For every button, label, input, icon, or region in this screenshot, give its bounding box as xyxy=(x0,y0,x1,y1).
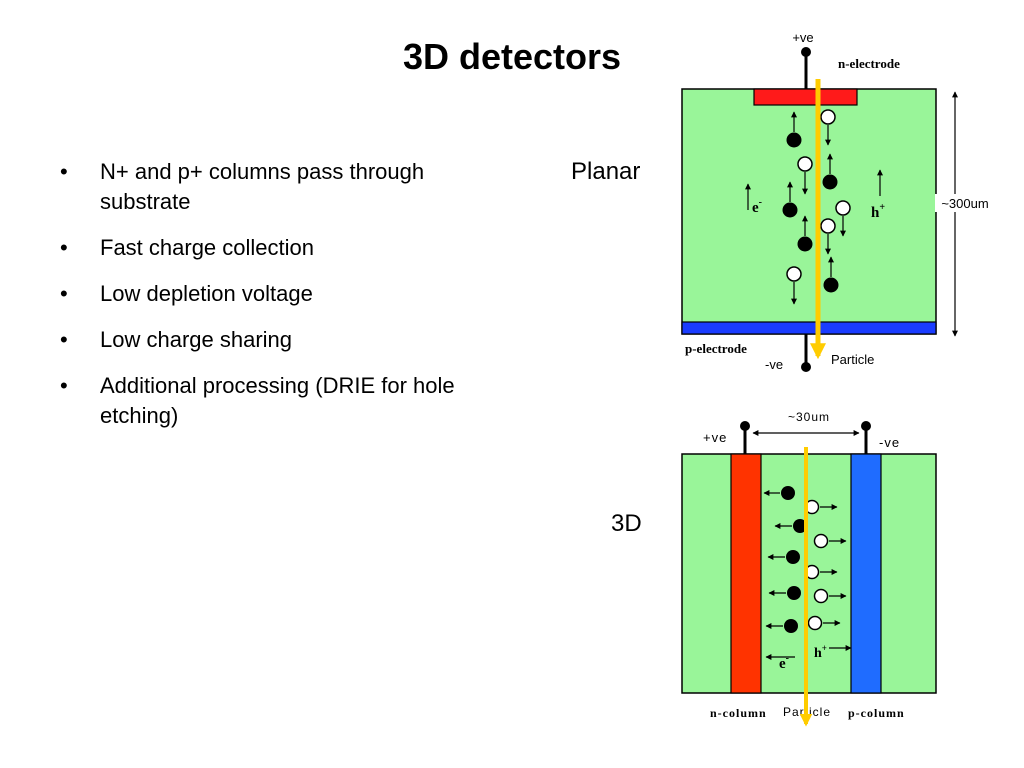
right-terminal-dot xyxy=(861,421,871,431)
planar-hole-legend: h+ xyxy=(871,202,885,221)
bottom-terminal-dot xyxy=(801,362,811,372)
spacing-label: ~30um xyxy=(788,410,830,424)
bullet-text: Low depletion voltage xyxy=(100,281,313,306)
bullet-item: • Low charge sharing xyxy=(60,325,500,355)
three-d-electron-legend: e- xyxy=(779,653,789,672)
top-terminal-dot xyxy=(801,47,811,57)
planar-substrate xyxy=(681,88,937,335)
hole xyxy=(835,200,851,237)
hole xyxy=(786,266,802,305)
electron xyxy=(774,519,807,533)
p-electrode-label: p-electrode xyxy=(685,341,747,356)
p-electrode-bar xyxy=(681,321,937,335)
electron xyxy=(797,215,813,252)
bullet-text: Low charge sharing xyxy=(100,327,293,352)
bullet-dot: • xyxy=(60,327,68,352)
planar-top-voltage: +ve xyxy=(792,30,813,45)
planar-electrons xyxy=(782,111,839,293)
hole-charge: + xyxy=(879,202,885,213)
three-d-holes xyxy=(804,499,847,631)
three-d-left-voltage: +ve xyxy=(703,430,727,445)
planar-bottom-voltage: -ve xyxy=(765,357,783,372)
hole-symbol: h xyxy=(814,646,822,661)
n-electrode-bar xyxy=(753,88,858,106)
electron-charge: - xyxy=(759,197,762,208)
bullet-item: • Additional processing (DRIE for hole et… xyxy=(60,371,500,431)
planar-detector: +ve n-electrode -ve p-electrode Particle… xyxy=(681,30,995,372)
hole-symbol: h xyxy=(871,205,880,221)
bullet-item: • Fast charge collection xyxy=(60,233,500,263)
bullet-dot: • xyxy=(60,235,68,260)
planar-particle-label: Particle xyxy=(831,352,874,367)
electron xyxy=(786,111,802,148)
three-d-right-voltage: -ve xyxy=(879,435,900,450)
electron xyxy=(782,181,798,218)
hole xyxy=(820,218,836,255)
hole-charge: + xyxy=(822,643,827,653)
electron-symbol: e xyxy=(779,656,786,672)
hole xyxy=(797,156,813,195)
n-electrode-label: n-electrode xyxy=(838,56,900,71)
n-column-bar xyxy=(730,453,762,694)
thickness-label: ~300um xyxy=(941,196,988,211)
bullet-text: N+ and p+ columns pass through substrate xyxy=(100,159,425,214)
planar-holes xyxy=(786,109,851,305)
planar-label: Planar xyxy=(571,158,641,185)
thickness-label-bg xyxy=(935,194,995,212)
bullet-dot: • xyxy=(60,281,68,306)
bullet-list: • N+ and p+ columns pass through substrat… xyxy=(60,157,500,447)
bullet-item: • Low depletion voltage xyxy=(60,279,500,309)
electron xyxy=(765,619,798,633)
p-column-bar xyxy=(850,453,882,694)
three-d-label: 3D xyxy=(611,510,642,537)
electron xyxy=(767,550,800,564)
hole xyxy=(807,615,841,631)
electron xyxy=(822,153,838,190)
electron xyxy=(768,586,801,600)
electron xyxy=(823,256,839,293)
left-terminal-dot xyxy=(740,421,750,431)
slide-title: 3D detectors xyxy=(402,36,622,77)
bullet-text: Additional processing (DRIE for hole etc… xyxy=(100,373,455,428)
hole xyxy=(813,533,847,549)
electron-charge: - xyxy=(786,653,789,664)
three-d-hole-legend: h+ xyxy=(814,643,827,661)
planar-electron-legend: e- xyxy=(752,197,762,216)
bullet-dot: • xyxy=(60,373,68,398)
p-column-label: p-column xyxy=(848,706,905,720)
hole xyxy=(820,109,836,146)
electron-symbol: e xyxy=(752,200,759,216)
three-d-electrons xyxy=(763,486,807,633)
electron xyxy=(763,486,795,500)
n-column-label: n-column xyxy=(710,706,767,720)
bullet-text: Fast charge collection xyxy=(100,235,314,260)
hole xyxy=(804,564,838,580)
bullet-dot: • xyxy=(60,159,68,184)
bullet-item: • N+ and p+ columns pass through substrat… xyxy=(60,157,500,217)
three-d-detector: +ve -ve ~30um e- h+ n-column Particle xyxy=(681,410,937,727)
hole xyxy=(813,588,847,604)
